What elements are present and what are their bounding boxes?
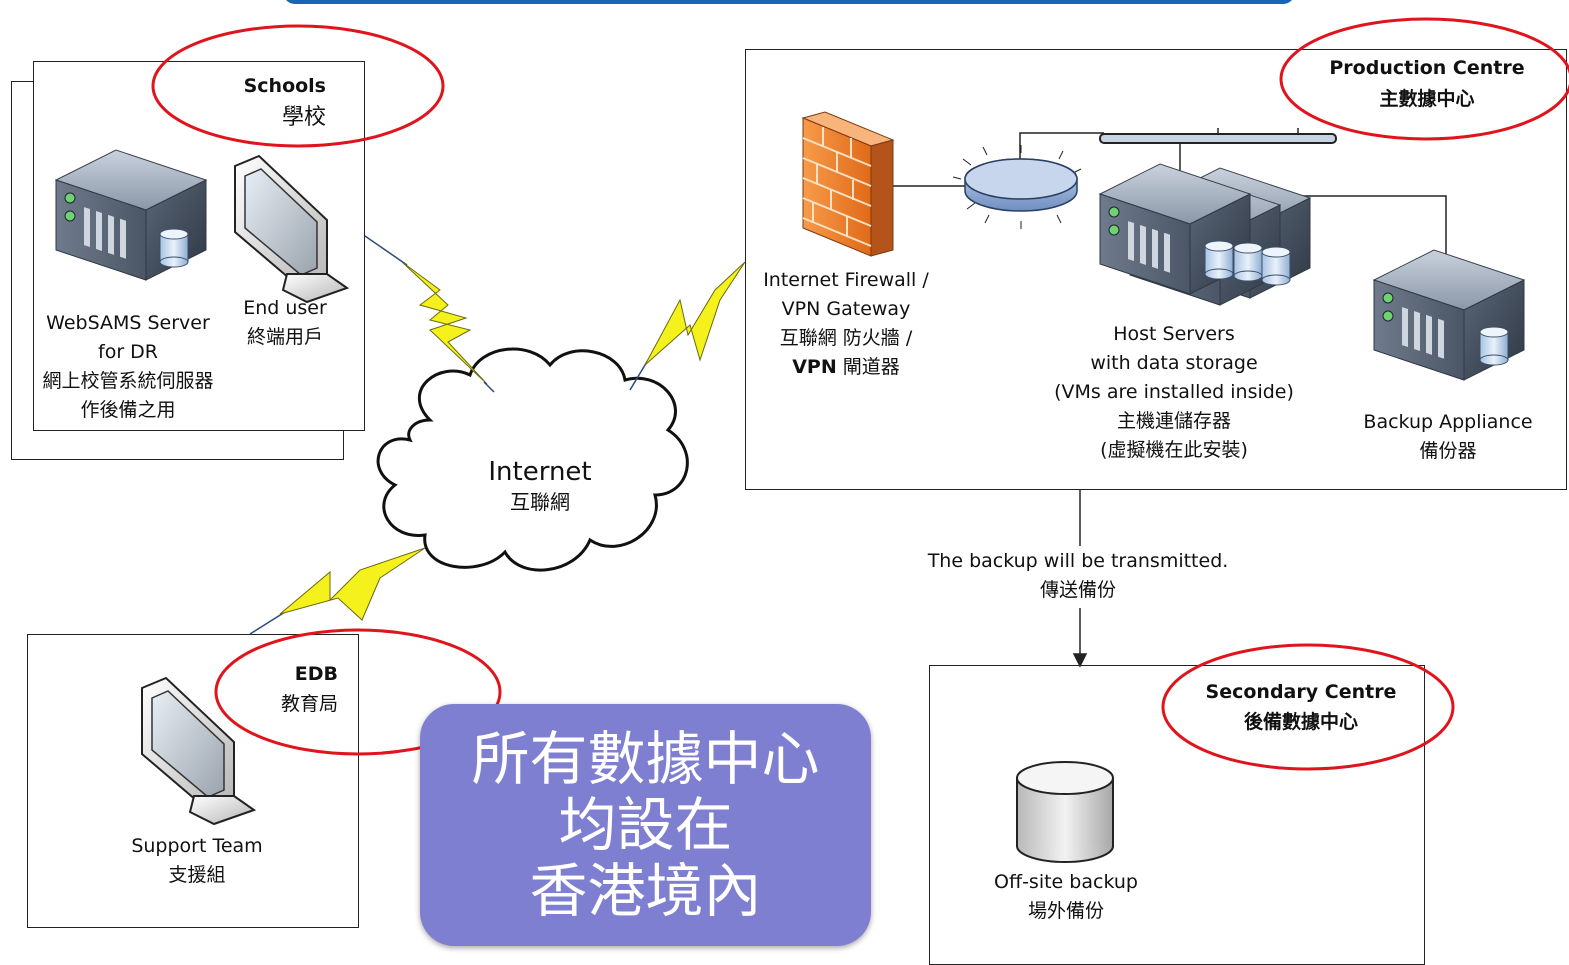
callout-line1: 所有數據中心 xyxy=(471,725,820,793)
support-line2: 支援組 xyxy=(168,864,226,886)
network-hub xyxy=(952,145,1082,229)
transmit-line2: 傳送備份 xyxy=(1039,579,1116,601)
host-servers-label: Host Servers with data storage (VMs are … xyxy=(1040,320,1308,465)
backup-line1: Backup Appliance xyxy=(1363,411,1533,433)
firewall-icon xyxy=(801,111,895,257)
internet-label: Internet 互聯網 xyxy=(470,456,610,517)
firewall-line4-rest: 閘道器 xyxy=(836,356,900,378)
secondary-title: Secondary Centre xyxy=(1205,681,1397,703)
host-line5: (虛擬機在此安裝) xyxy=(1100,439,1248,461)
hong-kong-callout: 所有數據中心 均設在 香港境內 xyxy=(420,704,871,946)
support-line1: Support Team xyxy=(131,835,263,857)
offsite-line1: Off-site backup xyxy=(994,871,1138,893)
websams-line3: 網上校管系統伺服器 xyxy=(42,370,214,392)
network-bus xyxy=(1099,133,1337,144)
websams-line2: for DR xyxy=(98,341,158,363)
callout-line2: 均設在 xyxy=(558,791,733,859)
secondary-highlight-ring xyxy=(1161,643,1455,771)
host-line1: Host Servers xyxy=(1113,323,1235,345)
secondary-title-zh: 後備數據中心 xyxy=(1243,711,1358,733)
internet-cloud-icon xyxy=(376,347,689,572)
host-line4: 主機連儲存器 xyxy=(1116,410,1231,432)
backup-appliance-disk-icon xyxy=(1479,326,1509,366)
host-line2: with data storage xyxy=(1090,352,1258,374)
lightning-links xyxy=(249,235,746,635)
support-team-label: Support Team 支援組 xyxy=(112,832,282,890)
top-banner-edge xyxy=(283,0,1295,4)
websams-server-label: WebSAMS Server for DR 網上校管系統伺服器 作後備之用 xyxy=(28,309,228,425)
end-user-monitor-icon xyxy=(234,155,348,303)
offsite-disk-icon xyxy=(1016,761,1114,863)
schools-title-zh: 學校 xyxy=(281,105,326,130)
callout-line3: 香港境內 xyxy=(529,857,762,925)
transmit-label: The backup will be transmitted. 傳送備份 xyxy=(900,547,1256,605)
firewall-line2: VPN Gateway xyxy=(781,298,911,320)
firewall-line1: Internet Firewall / xyxy=(763,269,929,291)
end-user-line2: 終端用戶 xyxy=(246,326,323,348)
transmit-line1: The backup will be transmitted. xyxy=(927,550,1229,572)
firewall-label: Internet Firewall / VPN Gateway 互聯網 防火牆 … xyxy=(748,266,944,382)
production-title: Production Centre xyxy=(1329,57,1525,79)
backup-appliance-label: Backup Appliance 備份器 xyxy=(1350,408,1546,466)
edb-title-zh: 教育局 xyxy=(280,693,338,715)
production-network-lines xyxy=(893,128,1447,262)
end-user-label: End user 終端用戶 xyxy=(232,294,338,352)
websams-line1: WebSAMS Server xyxy=(46,312,210,334)
transmit-arrow xyxy=(1072,490,1088,668)
end-user-line1: End user xyxy=(243,297,327,319)
edb-title: EDB xyxy=(294,663,338,685)
backup-line2: 備份器 xyxy=(1419,440,1477,462)
edb-highlight-ring xyxy=(214,628,502,756)
internet-line1: Internet xyxy=(488,457,592,487)
firewall-vpn-bold: VPN xyxy=(792,356,837,378)
firewall-line3: 互聯網 防火牆 / xyxy=(779,327,913,349)
host-disks-icon xyxy=(1204,240,1291,286)
production-highlight-ring xyxy=(1279,17,1569,141)
firewall-line4: VPN 閘道器 xyxy=(748,353,944,382)
websams-line4: 作後備之用 xyxy=(80,399,176,421)
offsite-line2: 場外備份 xyxy=(1027,900,1104,922)
host-line3: (VMs are installed inside) xyxy=(1054,381,1294,403)
websams-disk-icon xyxy=(159,228,189,268)
offsite-label: Off-site backup 場外備份 xyxy=(978,868,1154,926)
schools-highlight-ring xyxy=(151,24,445,148)
production-title-zh: 主數據中心 xyxy=(1379,88,1475,110)
internet-line2: 互聯網 xyxy=(510,490,570,514)
secondary-centre-box xyxy=(929,665,1425,965)
schools-title: Schools xyxy=(243,75,326,97)
